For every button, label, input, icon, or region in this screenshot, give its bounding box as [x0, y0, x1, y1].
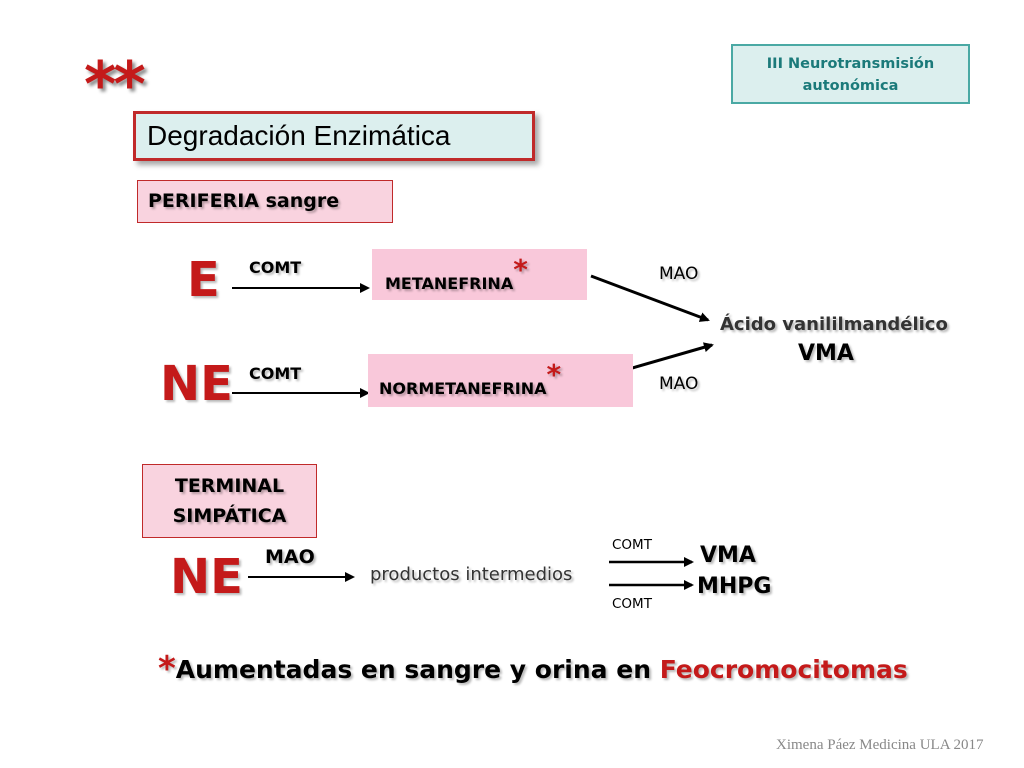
normetanefrina-label: NORMETANEFRINA — [379, 379, 547, 398]
terminal-label: TERMINAL SIMPÁTICA — [142, 464, 317, 538]
terminal-comt-bottom: COMT — [612, 596, 652, 612]
e-comt-label: COMT — [249, 258, 302, 277]
ne-mao-label: MAO — [659, 374, 699, 394]
footnote-asterisk: * — [158, 649, 176, 689]
footnote-text: Aumentadas en sangre y orina en — [175, 655, 660, 684]
arrow-metanefrina-mao — [590, 274, 710, 322]
footnote-highlight: Feocromocitomas — [659, 655, 908, 684]
terminal-comt-top: COMT — [612, 537, 652, 553]
metanefrina-box: METANEFRINA* — [372, 249, 587, 300]
ne-comt-label: COMT — [249, 364, 302, 383]
page-title: Degradación Enzimática — [147, 120, 451, 151]
terminal-line-2: SIMPÁTICA — [172, 505, 287, 527]
e-mao-label: MAO — [659, 264, 699, 284]
header-line-1: III Neurotransmisión — [766, 56, 935, 72]
double-asterisk: ** — [84, 48, 146, 121]
terminal-ne-label: NE — [170, 549, 243, 605]
normetanefrina-box: NORMETANEFRINA* — [368, 354, 633, 407]
e-label: E — [187, 252, 220, 308]
title-box: Degradación Enzimática — [133, 111, 535, 161]
terminal-mao-label: MAO — [265, 546, 315, 568]
product-mhpg: MHPG — [697, 574, 772, 599]
ne-label: NE — [160, 356, 233, 412]
result-vma: VMA — [798, 341, 854, 366]
intermediate-products: productos intermedios — [370, 564, 573, 585]
header-box: III Neurotransmisión autonómica — [731, 44, 970, 104]
result-name: Ácido vanililmandélico — [720, 314, 948, 335]
header-line-2: autonómica — [802, 78, 899, 94]
periferia-text: PERIFERIA sangre — [148, 190, 340, 212]
terminal-line-1: TERMINAL — [174, 475, 285, 497]
product-vma: VMA — [700, 543, 756, 568]
metanefrina-label: METANEFRINA — [385, 274, 514, 293]
normetanefrina-asterisk: * — [546, 358, 562, 391]
metanefrina-asterisk: * — [513, 253, 528, 286]
author-credit: Ximena Páez Medicina ULA 2017 — [776, 737, 984, 753]
footnote: *Aumentadas en sangre y orina en Feocrom… — [158, 647, 908, 689]
periferia-label: PERIFERIA sangre — [137, 180, 393, 223]
